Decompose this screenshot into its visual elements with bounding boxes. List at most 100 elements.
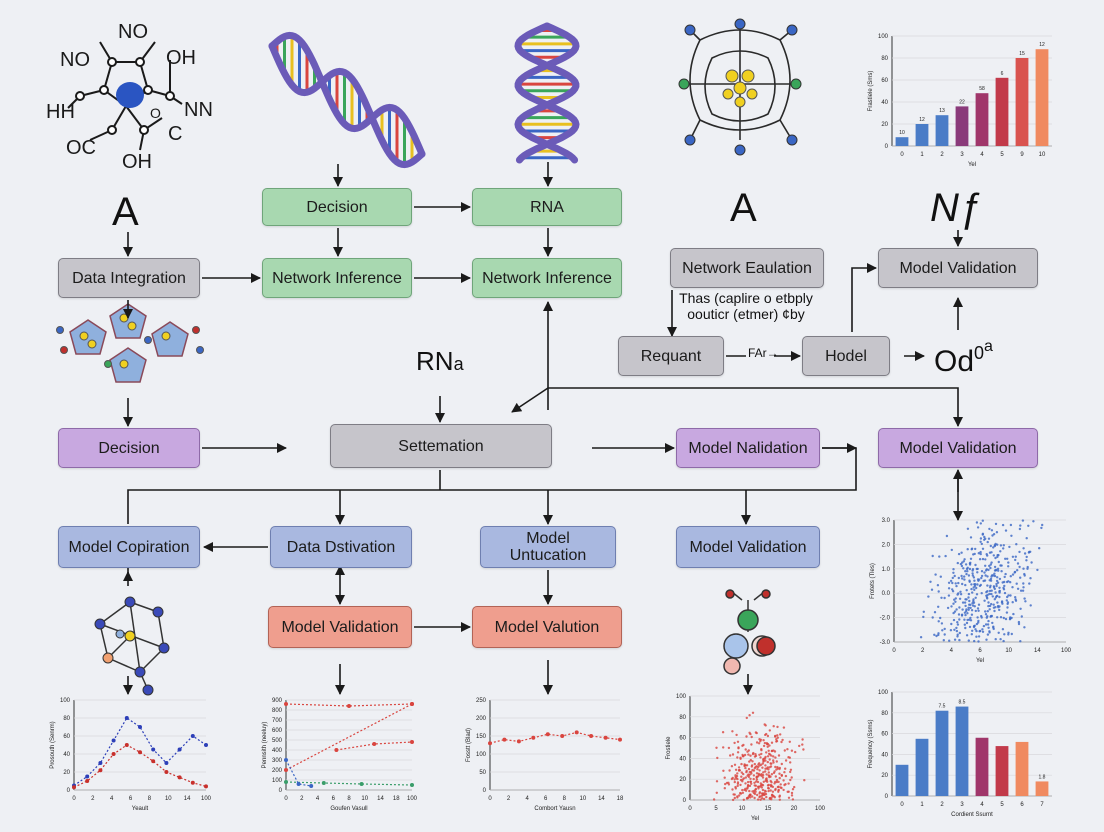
node-model-validation-right[interactable]: Model Validation: [878, 428, 1038, 468]
chart-bar: [1015, 741, 1029, 796]
chart-point: [955, 626, 958, 630]
chart-point: [967, 608, 970, 611]
chart-point: [284, 768, 288, 772]
node-data-dstivation[interactable]: Data Dstivation: [270, 526, 412, 568]
chart-point: [204, 784, 208, 789]
chart-data-label: 7.5: [939, 704, 946, 710]
chart-point: [967, 639, 970, 642]
chart-point: [940, 596, 943, 599]
chart-point: [983, 571, 986, 574]
chart-point: [980, 592, 983, 595]
chart-point: [747, 775, 751, 779]
node-model-untucation[interactable]: Model Untucation: [480, 526, 616, 568]
chart-point: [766, 780, 769, 783]
chart-point: [790, 791, 794, 795]
chart-point: [989, 566, 992, 570]
chart-point: [972, 625, 976, 629]
chart-point: [1016, 562, 1020, 565]
chart-point: [768, 758, 771, 761]
node-decision-mid[interactable]: Decision: [58, 428, 200, 468]
chart-point: [949, 579, 953, 583]
chart-point: [979, 537, 983, 540]
chart-y-tick: 150: [476, 734, 487, 740]
chart-point: [750, 772, 753, 775]
node-settemation[interactable]: Settemation: [330, 424, 552, 468]
chart-point: [798, 744, 801, 748]
chart-point: [993, 587, 996, 591]
node-network-eaulation[interactable]: Network Eaulation: [670, 248, 824, 288]
chart-point: [984, 564, 987, 567]
chart-point: [968, 580, 971, 583]
chart-point: [769, 789, 772, 792]
chart-point: [1024, 600, 1027, 603]
node-model-validation-red[interactable]: Model Validation: [268, 606, 412, 648]
chart-point: [779, 733, 782, 736]
node-model-nalidation[interactable]: Model Nalidation: [676, 428, 820, 468]
node-model-validation-top[interactable]: Model Validation: [878, 248, 1038, 288]
node-hodel[interactable]: Hodel: [802, 336, 890, 376]
node-model-valution[interactable]: Model Valution: [472, 606, 622, 648]
chart-point: [1012, 612, 1015, 616]
chart-point: [760, 786, 763, 789]
node-requant[interactable]: Requant: [618, 336, 724, 376]
node-data-integration[interactable]: Data Integration: [58, 258, 200, 298]
chart-point: [1000, 600, 1004, 603]
chart-x-tick: 0: [72, 796, 76, 802]
node-network-inference-2[interactable]: Network Inference: [472, 258, 622, 298]
chart-point: [758, 762, 761, 765]
chart-bar: [895, 764, 909, 796]
chart-point: [965, 598, 968, 601]
chart-point: [989, 584, 992, 587]
chart-y-tick: 20: [679, 777, 686, 783]
chart-point: [971, 572, 974, 575]
chart-point: [767, 774, 770, 777]
chart-point: [973, 588, 976, 592]
chart-point: [742, 772, 745, 776]
node-model-validation-row4[interactable]: Model Validation: [676, 526, 820, 568]
chart-point: [950, 622, 953, 626]
chart-point: [1006, 606, 1009, 609]
chart-point: [756, 768, 759, 771]
chart-point: [789, 770, 792, 774]
chart-point: [969, 536, 973, 539]
chart-point: [994, 556, 997, 560]
chart-y-label: Frastiele (Sms): [868, 71, 874, 112]
chart-point: [784, 767, 787, 770]
chart-point: [995, 568, 998, 571]
node-rna-top[interactable]: RNA: [472, 188, 622, 226]
chart-point: [966, 570, 969, 573]
chart-point: [783, 749, 786, 752]
chart-point: [1004, 529, 1008, 532]
chart-point: [777, 754, 781, 757]
chart-point: [975, 593, 979, 596]
chart-point: [968, 603, 971, 606]
chart-point: [1011, 573, 1015, 576]
chart-point: [961, 582, 964, 586]
chart-point: [952, 611, 955, 615]
chart-point: [771, 785, 775, 789]
chart-point: [969, 557, 973, 560]
node-network-inference-1[interactable]: Network Inference: [262, 258, 412, 298]
chart-point: [976, 616, 979, 619]
chart-x-tick: 6: [978, 648, 982, 654]
chart-point: [177, 747, 182, 752]
chart-point: [990, 529, 994, 532]
chart-point: [979, 552, 982, 556]
chart-x-label: Yel: [968, 162, 976, 168]
chart-y-label: Pennsith (neeluy): [262, 722, 268, 769]
chart-point: [970, 548, 973, 551]
chart-point: [1017, 620, 1021, 624]
chart-point: [410, 702, 414, 706]
chart-point: [976, 583, 979, 586]
node-model-copiration[interactable]: Model Copiration: [58, 526, 200, 568]
chart-point: [1036, 568, 1039, 572]
node-decision-top[interactable]: Decision: [262, 188, 412, 226]
chart-point: [968, 567, 972, 571]
chart-point: [1003, 575, 1006, 579]
chart-point: [723, 776, 726, 779]
chart-point: [1004, 557, 1007, 560]
chart-point: [981, 533, 984, 536]
chart-data-label: 1.8: [1039, 774, 1046, 780]
chart-point: [1005, 599, 1008, 602]
